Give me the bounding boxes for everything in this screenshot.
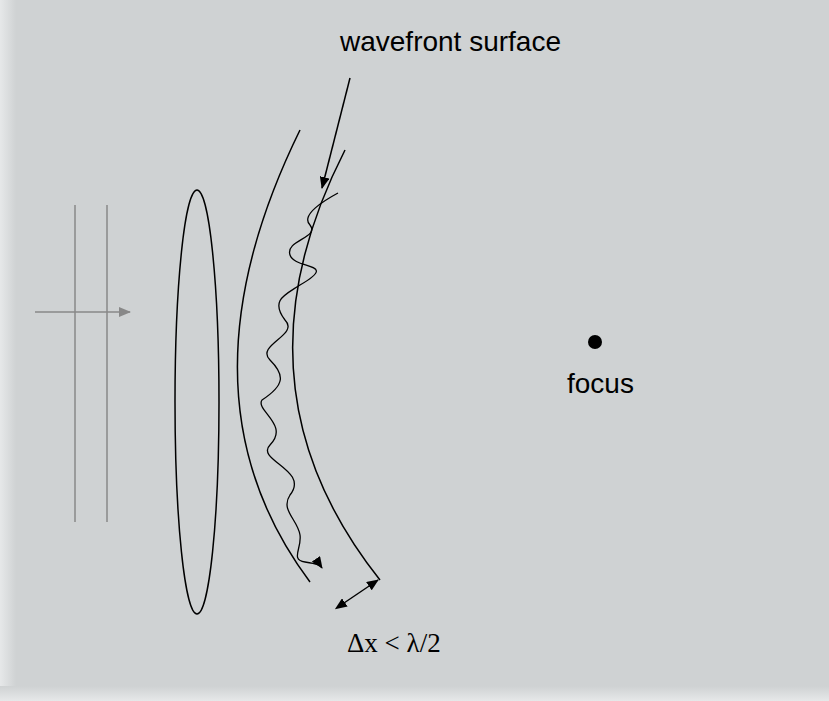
dimension-label: Δx < λ/2 <box>347 628 441 659</box>
thickness-arrow <box>344 580 378 603</box>
wavefront-arc <box>293 150 380 580</box>
edge-shade <box>0 0 16 701</box>
wavy-wavefront <box>261 193 338 568</box>
wavefront-arc <box>237 130 310 582</box>
edge-shade <box>0 686 829 701</box>
focus-label: focus <box>567 368 634 400</box>
lens <box>175 190 219 614</box>
leader-line <box>322 78 350 188</box>
plane-wavefront <box>74 205 76 522</box>
focus-dot <box>588 335 602 349</box>
annotation-label: wavefront surface <box>340 26 561 58</box>
plane-wavefront <box>106 205 108 522</box>
propagation-arrow <box>35 311 130 313</box>
